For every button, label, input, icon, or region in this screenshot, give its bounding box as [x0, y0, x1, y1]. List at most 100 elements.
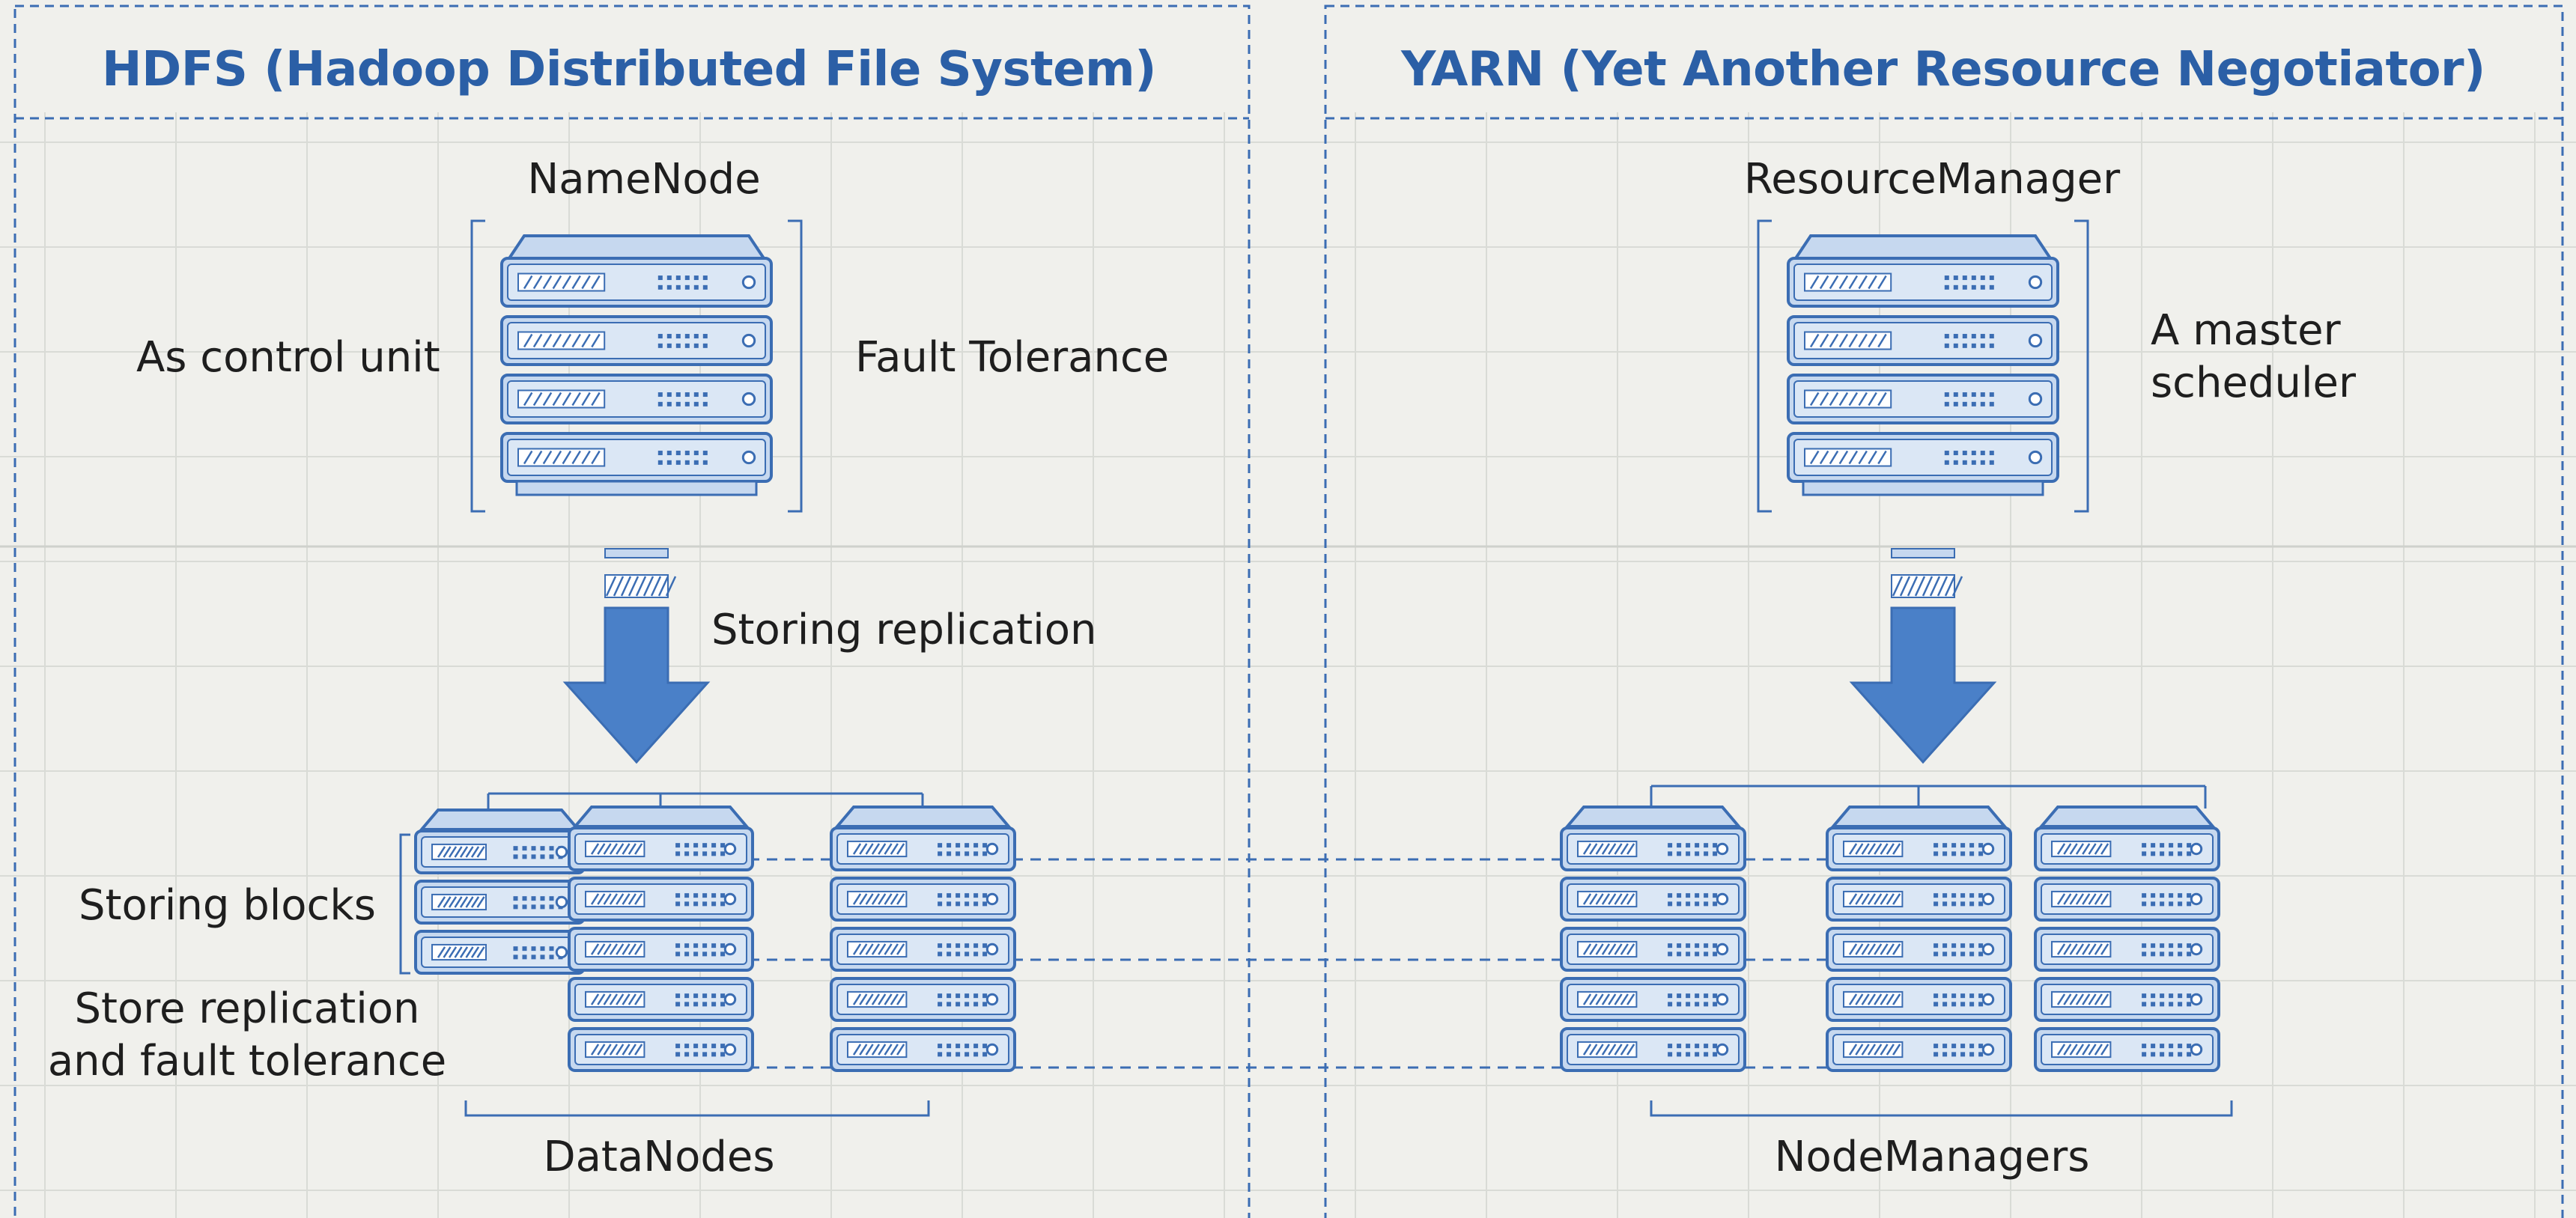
- unit-led: [555, 946, 568, 959]
- unit-vent: [1944, 284, 1949, 290]
- unit-vent: [1942, 1044, 1948, 1049]
- unit-vent: [1971, 275, 1976, 281]
- unit-slot-stripe: [603, 943, 612, 955]
- unit-slot-stripe: [1868, 392, 1877, 406]
- unit-vent: [2187, 1002, 2192, 1007]
- arrows: [562, 548, 1997, 764]
- arrow-hatch-line: [665, 576, 677, 597]
- arrow-hatch-line: [628, 576, 640, 597]
- stack-unit: [2034, 927, 2220, 972]
- unit-vent: [1713, 1002, 1718, 1007]
- arrow-hatch-line: [1936, 576, 1948, 597]
- unit-vent: [1969, 1002, 1975, 1007]
- unit-slot-stripe: [609, 993, 619, 1005]
- hdfs-arrow: [562, 548, 711, 764]
- unit-vent: [702, 284, 708, 290]
- unit-slot-stripe: [1855, 993, 1864, 1005]
- unit-slot-stripe: [552, 275, 562, 290]
- unit-vent: [666, 284, 672, 290]
- unit-vent: [549, 904, 554, 910]
- unit-vent: [1668, 901, 1673, 907]
- unit-vent: [2178, 993, 2183, 999]
- stack-unit: [1826, 977, 2012, 1022]
- unit-vent: [702, 275, 708, 281]
- unit-vent: [2151, 1044, 2156, 1049]
- rack-base: [515, 480, 758, 496]
- unit-slot-stripe: [1626, 943, 1635, 955]
- unit-vent: [693, 851, 699, 856]
- unit-vent: [956, 1002, 961, 1007]
- unit-slot-stripe: [628, 843, 637, 855]
- unit-slot-stripe: [1614, 893, 1623, 905]
- unit-slot-stripe: [2075, 993, 2085, 1005]
- unit-slot-stripe: [871, 993, 881, 1005]
- unit-slot-stripe: [890, 943, 899, 955]
- unit-vent: [1704, 993, 1709, 999]
- unit-vent: [549, 954, 554, 960]
- unit-slot-stripe: [1848, 275, 1859, 290]
- unit-slot-stripe: [1614, 843, 1623, 855]
- unit-vent: [684, 275, 690, 281]
- unit-slot-stripe: [616, 943, 625, 955]
- unit-slot-stripe: [1626, 893, 1635, 905]
- unit-vent: [1677, 1052, 1682, 1057]
- unit-vent: [711, 993, 717, 999]
- unit-slot-stripe: [1848, 843, 1858, 855]
- unit-led: [1981, 993, 1995, 1006]
- unit-vent: [1713, 1044, 1718, 1049]
- unit-vent: [982, 943, 988, 948]
- unit-vent: [1686, 901, 1691, 907]
- unit-led: [1981, 842, 1995, 856]
- unit-slot-stripe: [1819, 275, 1829, 290]
- unit-vent: [720, 851, 726, 856]
- unit-vent: [1713, 893, 1718, 898]
- unit-vent: [702, 993, 708, 999]
- unit-vent: [982, 901, 988, 907]
- unit-vent: [1951, 843, 1957, 848]
- unit-vent: [1953, 460, 1958, 465]
- unit-slot-stripe: [2075, 943, 2085, 955]
- unit-vent: [531, 954, 536, 960]
- unit-slot-stripe: [1829, 392, 1839, 406]
- unit-slot-stripe: [1867, 943, 1877, 955]
- unit-slot-stripe: [2063, 1044, 2072, 1056]
- unit-slot-stripe: [459, 946, 469, 958]
- unit-vent: [938, 943, 943, 948]
- unit-slot-stripe: [437, 846, 446, 858]
- unit-slot-stripe: [597, 943, 606, 955]
- unit-slot-stripe: [1886, 843, 1895, 855]
- unit-vent: [2169, 851, 2174, 856]
- unit-slot-stripe: [1867, 893, 1877, 905]
- unit-vent: [2142, 843, 2147, 848]
- unit-led: [723, 892, 737, 906]
- unit-slot-stripe: [634, 943, 643, 955]
- unit-vent: [1704, 851, 1709, 856]
- unit-vent: [702, 943, 708, 948]
- section-frames: [13, 4, 2564, 1218]
- unit-vent: [675, 460, 681, 465]
- unit-slot-stripe: [628, 943, 637, 955]
- unit-slot-stripe: [634, 993, 643, 1005]
- unit-led: [1981, 1043, 1995, 1056]
- unit-vent: [1989, 392, 1994, 398]
- unit-vent: [2151, 1002, 2156, 1007]
- unit-vent: [1668, 993, 1673, 999]
- unit-slot-stripe: [1877, 450, 1887, 465]
- unit-slot-stripe: [865, 1044, 874, 1056]
- unit-vent: [1989, 451, 1994, 456]
- unit-vent: [1686, 993, 1691, 999]
- unit-led: [2190, 993, 2203, 1006]
- unit-slot-stripe: [1868, 275, 1877, 290]
- unit-slot-stripe: [465, 896, 474, 908]
- unit-vent: [1978, 843, 1984, 848]
- stack-unit: [830, 927, 1016, 972]
- unit-vent: [540, 946, 545, 951]
- unit-vent: [657, 343, 663, 348]
- unit-slot-stripe: [1868, 450, 1877, 465]
- unit-vent: [693, 943, 699, 948]
- unit-slot-stripe: [634, 843, 643, 855]
- unit-vent: [675, 1052, 681, 1057]
- unit-slot-stripe: [609, 843, 619, 855]
- unit-vent: [2169, 1044, 2174, 1049]
